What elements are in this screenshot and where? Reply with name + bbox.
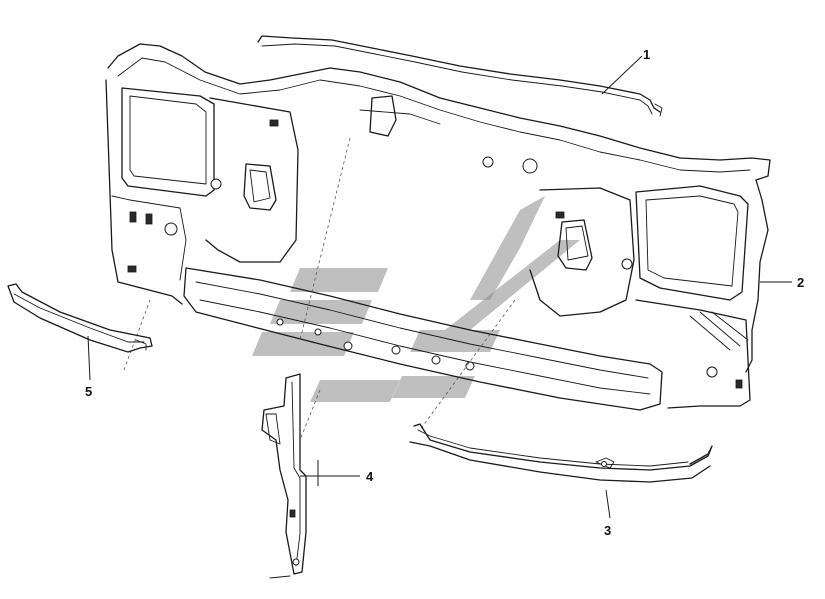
callout-4: 4 <box>300 460 374 486</box>
callout-label-4: 4 <box>366 469 374 484</box>
callout-3: 3 <box>604 489 611 538</box>
watermark-logo <box>252 196 580 402</box>
part-hood-cable <box>257 35 663 117</box>
part-lower-valance <box>409 423 713 483</box>
callout-5: 5 <box>85 335 92 399</box>
callout-label-5: 5 <box>85 384 92 399</box>
part-center-bracket <box>261 373 307 579</box>
callout-label-1: 1 <box>643 47 650 62</box>
callout-label-3: 3 <box>604 523 611 538</box>
part-side-strip <box>7 283 153 353</box>
callout-1: 1 <box>601 47 650 95</box>
callout-2: 2 <box>760 275 804 290</box>
callout-label-2: 2 <box>797 275 804 290</box>
